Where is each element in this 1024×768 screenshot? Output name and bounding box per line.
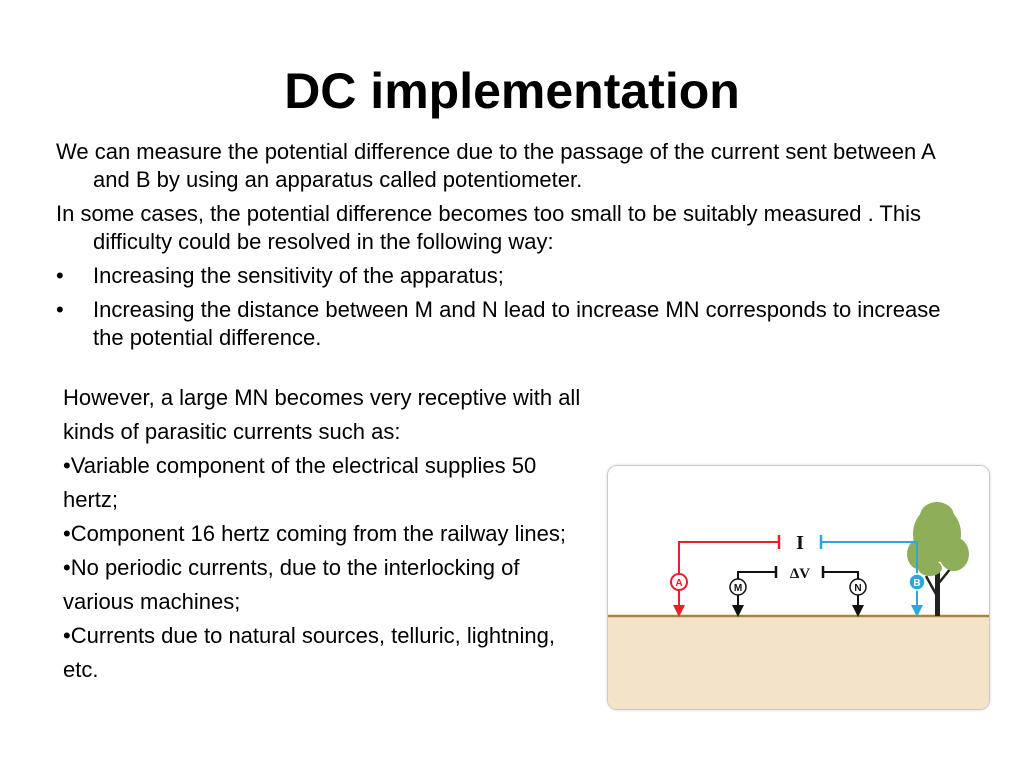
electrode-a-icon <box>670 573 688 591</box>
parasitic-item-machines: •No periodic currents, due to the interl… <box>63 555 520 614</box>
intro-text: We can measure the potential difference … <box>56 138 956 358</box>
current-circuit-a: A <box>670 535 781 617</box>
electrode-n-icon <box>849 578 867 596</box>
paragraph-measure: We can measure the potential difference … <box>56 139 935 192</box>
parasitic-item-16hz: •Component 16 hertz coming from the rail… <box>63 521 566 546</box>
current-label: I <box>796 532 804 554</box>
electrode-m-label: M <box>734 583 742 594</box>
electrode-b-icon <box>908 573 926 591</box>
voltage-label: ΔV <box>790 566 810 582</box>
potential-circuit: M N ΔV <box>729 566 867 617</box>
electrode-m-icon <box>729 578 747 596</box>
electrode-b-label: B <box>913 578 920 589</box>
parasitic-currents-text: However, a large MN becomes very recepti… <box>63 381 583 687</box>
arrow-icon-n <box>852 605 864 617</box>
bullet-text: Increasing the distance between M and N … <box>93 297 941 350</box>
electrode-a-label: A <box>675 578 682 589</box>
ground-area <box>608 616 989 709</box>
bullet-item-distance: • Increasing the distance between M and … <box>56 296 956 352</box>
current-circuit-b: B <box>819 535 926 617</box>
bullet-marker: • <box>56 297 64 322</box>
arrow-icon-m <box>732 605 744 617</box>
tree-icon <box>907 502 969 616</box>
arrow-icon-b <box>911 605 923 617</box>
bullet-marker: • <box>56 263 64 288</box>
electrode-n-label: N <box>854 583 861 594</box>
parasitic-item-50hz: •Variable component of the electrical su… <box>63 453 537 512</box>
parasitic-item-natural: •Currents due to natural sources, tellur… <box>63 623 555 682</box>
slide-title: DC implementation <box>284 63 740 119</box>
parasitic-intro: However, a large MN becomes very recepti… <box>63 385 581 444</box>
bullet-text: Increasing the sensitivity of the appara… <box>93 263 504 288</box>
electrode-diagram-svg: A B I M N ΔV <box>608 466 989 709</box>
bullet-item-sensitivity: • Increasing the sensitivity of the appa… <box>56 262 956 290</box>
electrode-diagram: A B I M N ΔV <box>607 465 990 710</box>
arrow-icon-a <box>673 605 685 617</box>
paragraph-small-difference: In some cases, the potential difference … <box>56 201 921 254</box>
